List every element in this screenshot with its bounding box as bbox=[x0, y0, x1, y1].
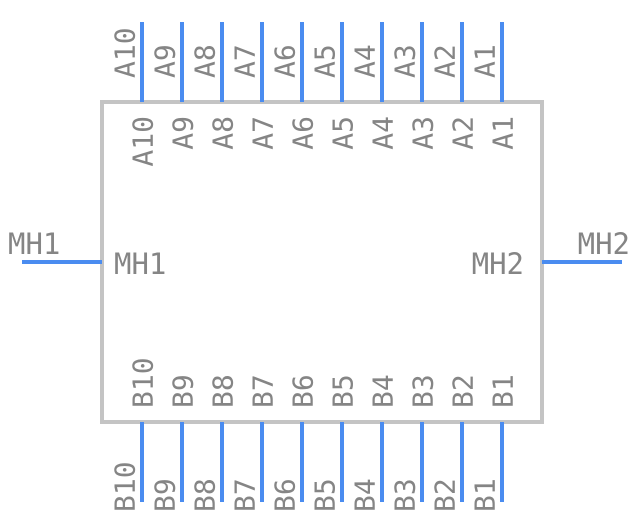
pad-label-mh1: MH1 bbox=[114, 247, 166, 281]
pad-label-a3: A3 bbox=[407, 116, 440, 150]
pin-name-a2: A2 bbox=[429, 44, 462, 78]
pin-name-b6: B6 bbox=[269, 478, 302, 512]
pad-label-b1: B1 bbox=[487, 374, 520, 408]
pad-label-a9: A9 bbox=[167, 116, 200, 150]
pad-label-a6: A6 bbox=[287, 116, 320, 150]
pin-name-b2: B2 bbox=[429, 478, 462, 512]
pin-name-a1: A1 bbox=[469, 44, 502, 78]
pad-label-b6: B6 bbox=[287, 374, 320, 408]
pad-label-a10: A10 bbox=[127, 116, 160, 167]
pin-name-b10: B10 bbox=[109, 461, 142, 512]
pin-name-b1: B1 bbox=[469, 478, 502, 512]
pin-name-b8: B8 bbox=[189, 478, 222, 512]
pin-name-a8: A8 bbox=[189, 44, 222, 78]
pad-label-a7: A7 bbox=[247, 116, 280, 150]
pad-label-b7: B7 bbox=[247, 374, 280, 408]
pad-label-a8: A8 bbox=[207, 116, 240, 150]
pad-label-b2: B2 bbox=[447, 374, 480, 408]
pad-label-a4: A4 bbox=[367, 116, 400, 150]
pad-label-b9: B9 bbox=[167, 374, 200, 408]
top-pin-row: A10A10A9A9A8A8A7A7A6A6A5A5A4A4A3A3A2A2A1… bbox=[109, 22, 520, 167]
pin-name-a7: A7 bbox=[229, 44, 262, 78]
pin-name-a3: A3 bbox=[389, 44, 422, 78]
pin-name-b7: B7 bbox=[229, 478, 262, 512]
pin-name-a4: A4 bbox=[349, 44, 382, 78]
pin-name-a9: A9 bbox=[149, 44, 182, 78]
pad-label-b3: B3 bbox=[407, 374, 440, 408]
pin-name-mh2: MH2 bbox=[578, 227, 630, 261]
pin-name-b4: B4 bbox=[349, 478, 382, 512]
pad-label-b4: B4 bbox=[367, 374, 400, 408]
pad-label-b8: B8 bbox=[207, 374, 240, 408]
pad-label-b5: B5 bbox=[327, 374, 360, 408]
pad-label-a5: A5 bbox=[327, 116, 360, 150]
pin-name-b3: B3 bbox=[389, 478, 422, 512]
pad-label-a1: A1 bbox=[487, 116, 520, 150]
pad-label-b10: B10 bbox=[127, 357, 160, 408]
pin-name-mh1: MH1 bbox=[8, 227, 60, 261]
pin-name-a5: A5 bbox=[309, 44, 342, 78]
pin-name-b5: B5 bbox=[309, 478, 342, 512]
pin-name-b9: B9 bbox=[149, 478, 182, 512]
pad-label-mh2: MH2 bbox=[472, 247, 524, 281]
pin-name-a6: A6 bbox=[269, 44, 302, 78]
pin-name-a10: A10 bbox=[109, 27, 142, 78]
pad-label-a2: A2 bbox=[447, 116, 480, 150]
bottom-pin-row: B10B10B9B9B8B8B7B7B6B6B5B5B4B4B3B3B2B2B1… bbox=[109, 357, 520, 512]
